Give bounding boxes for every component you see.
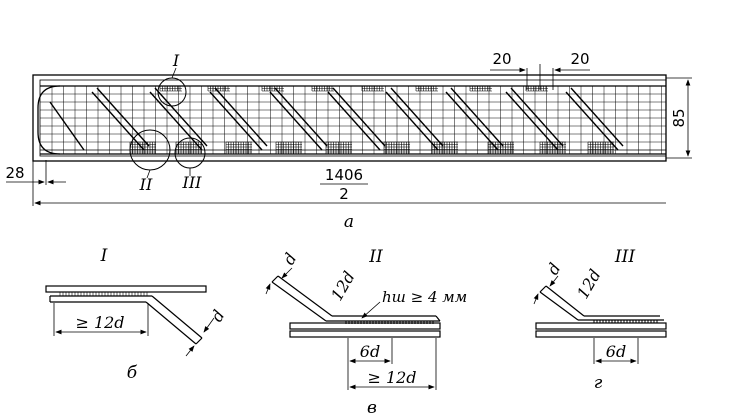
detail-I <box>45 285 215 357</box>
inclined-bar <box>209 91 263 151</box>
inclined-bar <box>154 87 208 147</box>
caption-a: а <box>344 212 354 232</box>
dim-height-label: 85 <box>670 108 688 127</box>
main-view <box>6 64 692 206</box>
dim-length-denominator: 2 <box>339 185 349 203</box>
caption-b: б <box>127 363 138 383</box>
inclined-bar <box>332 87 386 147</box>
inclined-bar <box>269 91 323 151</box>
inclined-bar <box>390 87 444 147</box>
detail-II-weld-note: hш ≥ 4 мм <box>382 288 467 306</box>
caption-g: г <box>594 373 603 393</box>
left-end-hook <box>37 85 61 155</box>
detail-II <box>265 267 441 390</box>
detail-I-diameter: d <box>207 307 229 325</box>
detail-II-6d: 6d <box>360 342 380 361</box>
detail-I-title: I <box>100 246 108 266</box>
weld-hatches <box>129 85 614 154</box>
inclined-bar <box>49 101 85 151</box>
detail-II-bend: 12d <box>327 268 359 304</box>
detail-II-weld-length: ≥ 12d <box>367 368 416 387</box>
callout-label-I: I <box>172 51 180 70</box>
dim-length-numerator: 1406 <box>325 166 363 184</box>
inclined-bar <box>570 87 624 147</box>
callout-label-II: II <box>139 175 153 194</box>
detail-III <box>533 275 667 364</box>
dim-left-offset-label: 28 <box>5 164 24 182</box>
inclined-bar <box>327 91 381 151</box>
detail-II-diameter: d <box>279 250 301 268</box>
inclined-bar <box>385 91 439 151</box>
detail-II-title: II <box>368 247 383 267</box>
detail-III-bend: 12d <box>573 266 605 302</box>
inclined-bar <box>96 87 150 147</box>
detail-I-text: I ≥ 12d d б <box>75 246 228 383</box>
detail-I-weld-length: ≥ 12d <box>75 313 124 332</box>
weld-hatch-I <box>59 292 148 296</box>
dim-gap-right-label: 20 <box>570 50 589 68</box>
inclined-bar <box>214 87 268 147</box>
detail-III-title: III <box>614 247 635 267</box>
inclined-bar <box>510 87 564 147</box>
inclined-bar <box>565 91 619 151</box>
detail-II-text: II d 12d hш ≥ 4 мм 6d ≥ 12d в <box>279 247 467 418</box>
inclined-bar <box>91 91 145 151</box>
inclined-bar <box>274 87 328 147</box>
mesh-grid <box>40 86 666 154</box>
inclined-bar <box>505 91 559 151</box>
callout-label-III: III <box>182 173 203 192</box>
detail-III-6d: 6d <box>606 342 626 361</box>
inclined-bar <box>149 91 203 151</box>
detail-III-diameter: d <box>543 260 565 278</box>
inclined-bar <box>450 87 504 147</box>
main-view-text: I II III 85 20 20 28 1406 2 а <box>5 50 688 232</box>
inclined-bars <box>49 87 624 151</box>
dim-gap-left-label: 20 <box>492 50 511 68</box>
caption-v: в <box>367 398 377 418</box>
inclined-bar <box>445 91 499 151</box>
